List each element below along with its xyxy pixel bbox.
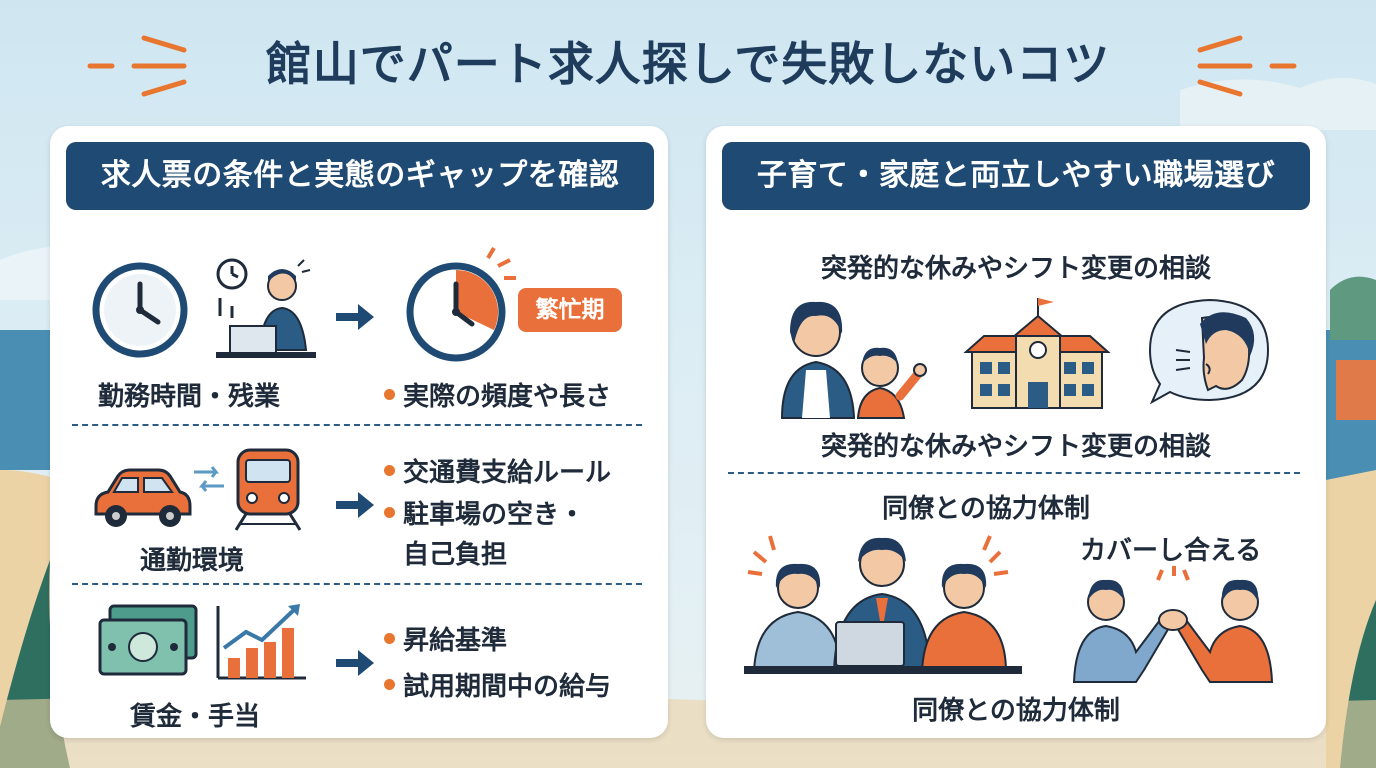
train-icon [234,448,302,531]
commute-label: 通勤環境 [140,546,245,576]
bullet-item: 交通費支給ルール [384,452,611,489]
gap-check-panel: 求人票の条件と実態のギャップを確認 繁忙期 勤務時間・残業 実際の頻度や [50,126,668,738]
bullet-item: 駐車場の空き・ [384,494,585,531]
handshake-icon [1072,566,1274,683]
arrow-right-icon [336,304,374,330]
work-life-header: 子育て・家庭と両立しやすい職場選び [722,142,1310,210]
row-divider [72,424,642,426]
title-burst-right [1197,35,1297,97]
wage-label: 賃金・手当 [130,702,261,732]
section-caption: 突発的な休みやシフト変更の相談 [820,432,1211,462]
arrow-right-icon [336,650,374,676]
school-building-icon [963,298,1111,409]
section-caption: 同僚との協力体制 [912,696,1120,726]
parent-child-icon [780,301,927,419]
gap-check-header: 求人票の条件と実態のギャップを確認 [66,142,654,210]
swap-arrows-icon [194,466,224,492]
arrow-right-icon [336,492,374,518]
car-icon [94,468,192,527]
cover-each-other-label: カバーし合える [1080,536,1262,566]
section-heading: 同僚との協力体制 [882,494,1090,524]
busy-season-badge: 繁忙期 [518,288,622,332]
speaking-person-icon [1148,298,1270,405]
bullet-item: 試用期間中の給与 [384,666,611,703]
section-heading: 突発的な休みやシフト変更の相談 [820,254,1211,284]
bullet-item: 実際の頻度や長さ [384,376,611,413]
bullet-item: 昇給基準 [384,620,507,657]
row-divider [72,583,642,585]
clock-icon [92,262,188,358]
bullet-continuation: 自己負担 [403,540,508,570]
growth-chart-icon [216,604,306,680]
title-burst-left [87,35,187,97]
money-icon [98,604,198,676]
section-divider [728,472,1300,474]
office-worker-icon [216,258,316,358]
work-hours-label: 勤務時間・残業 [98,382,281,412]
work-life-panel: 子育て・家庭と両立しやすい職場選び 突発的な休みやシフト変更の相談 突 [706,126,1326,738]
page-title: 館山でパート求人探しで失敗しないコツ [265,37,1111,91]
team-meeting-icon [744,535,1022,674]
busy-clock-icon [406,246,516,362]
